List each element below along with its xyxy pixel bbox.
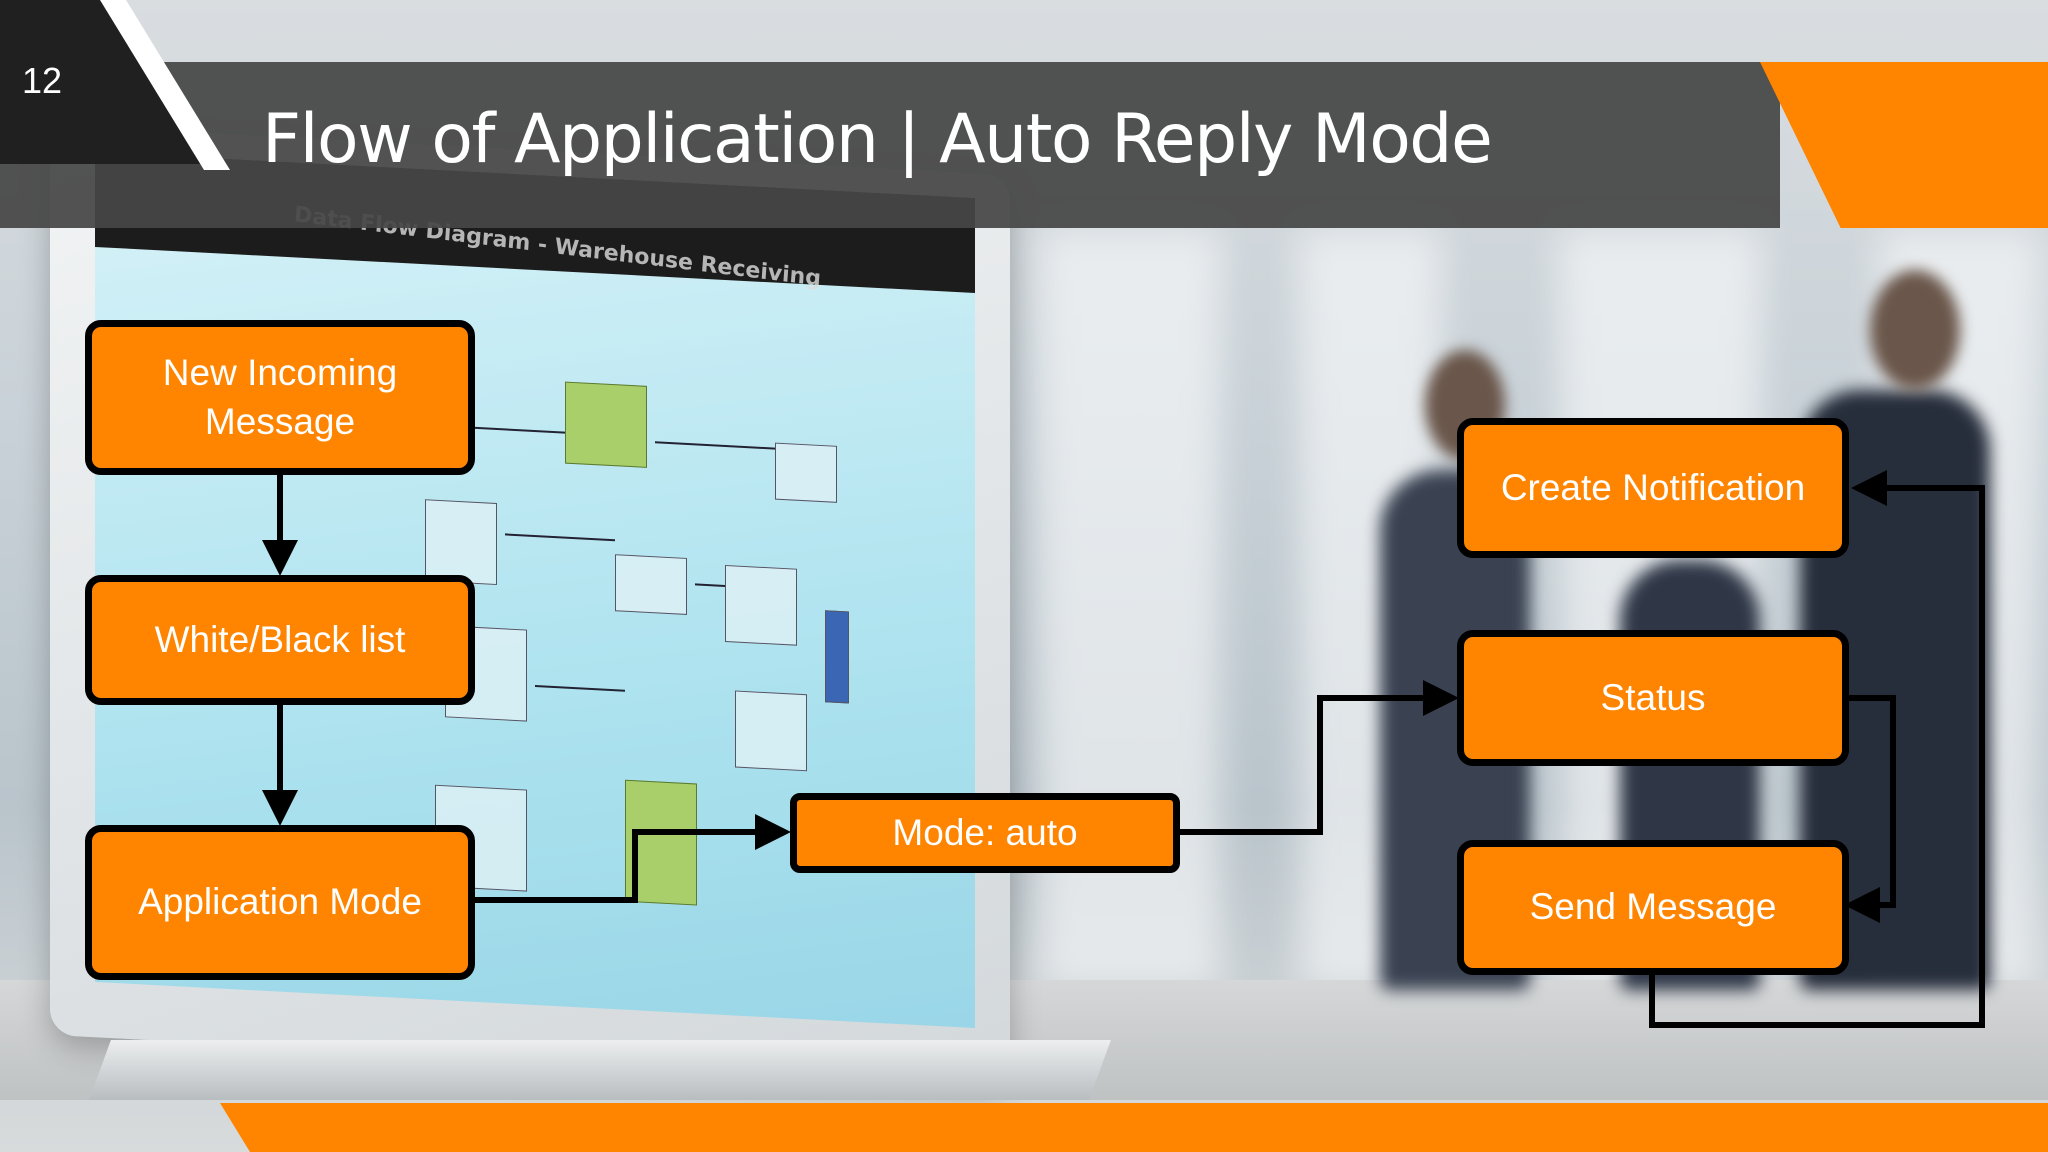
edge-auto-to-status — [1180, 680, 1459, 835]
slide-title: Flow of Application | Auto Reply Mode — [262, 100, 1493, 179]
page-number: 12 — [22, 60, 63, 101]
node-mode-auto: Mode: auto — [790, 793, 1180, 873]
node-create-notification: Create Notification — [1457, 418, 1849, 558]
node-white-black-list: White/Black list — [85, 575, 475, 705]
node-send-message: Send Message — [1457, 840, 1849, 975]
edge-status-to-send — [1842, 695, 1896, 923]
edge-send-to-notification — [1649, 470, 1985, 1028]
title-band — [0, 62, 1780, 228]
node-new-incoming-message: New Incoming Message — [85, 320, 475, 475]
footer-accent-bar — [220, 1103, 2048, 1152]
node-application-mode: Application Mode — [85, 825, 475, 980]
edge-mode-to-auto — [470, 814, 791, 903]
node-status: Status — [1457, 630, 1849, 766]
